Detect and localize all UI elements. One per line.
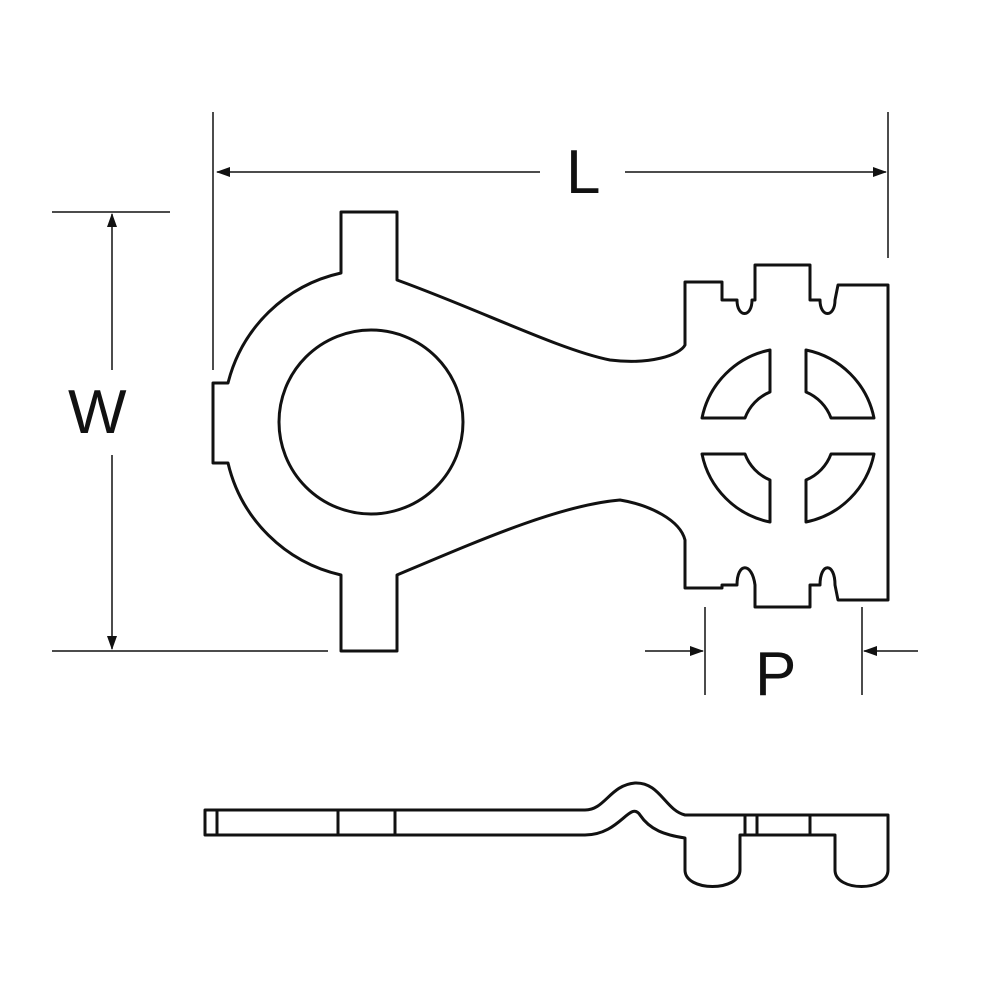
pitch-label: P — [755, 640, 797, 709]
length-label: L — [566, 138, 601, 207]
dimension-W — [52, 211, 328, 652]
mounting-hole — [277, 328, 465, 516]
dimension-P — [645, 607, 918, 695]
cross-slots — [700, 348, 876, 524]
top-view-outline — [211, 210, 890, 653]
dimension-L — [212, 112, 889, 370]
side-view — [203, 781, 890, 888]
width-label: W — [68, 378, 127, 447]
